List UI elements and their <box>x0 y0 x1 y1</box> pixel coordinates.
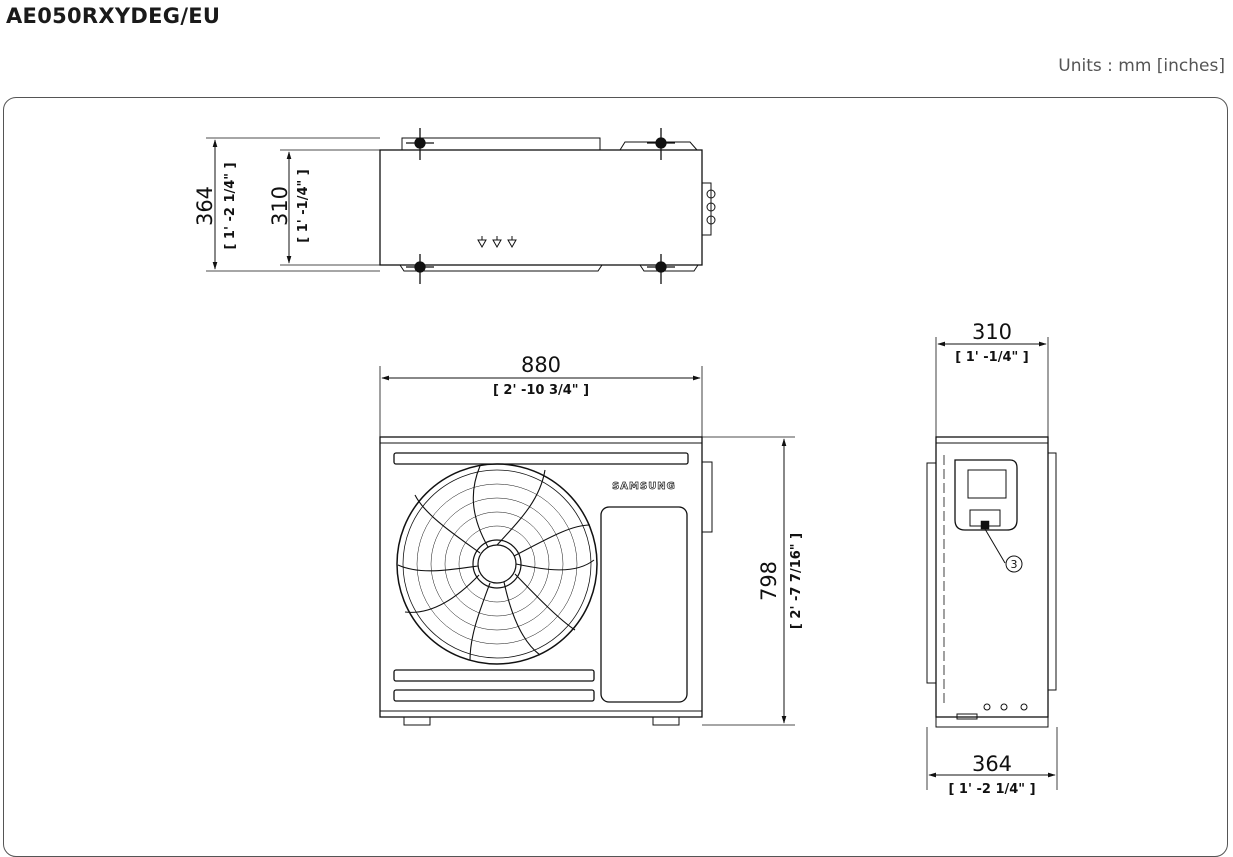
mounting-bolt <box>406 128 434 160</box>
side-depth-total-value: 364 <box>972 752 1012 776</box>
top-depth-body-value: 310 <box>268 186 292 226</box>
front-view <box>379 366 795 726</box>
side-view <box>926 337 1058 790</box>
top-view <box>206 128 716 284</box>
side-depth-body-inches: [ 1' -1/4" ] <box>955 350 1029 365</box>
side-depth-body-value: 310 <box>972 320 1012 344</box>
front-height-inches: [ 2' -7 7/16" ] <box>789 533 804 629</box>
units-note: Units : mm [inches] <box>1058 56 1225 76</box>
side-view-body <box>935 436 1049 718</box>
service-cover-panel <box>600 506 688 703</box>
callout-number: 3 <box>1011 558 1018 571</box>
mounting-bolt <box>406 254 434 284</box>
front-view-body <box>379 436 703 718</box>
front-height-value: 798 <box>757 561 781 601</box>
bottom-grille-slot <box>393 669 595 682</box>
valve-cover <box>954 459 1018 531</box>
top-depth-total-inches: [ 1' -2 1/4" ] <box>223 162 238 249</box>
top-view-body <box>379 149 703 266</box>
callout-marker <box>1005 555 1023 573</box>
mounting-bolt <box>647 254 675 284</box>
bottom-grille-slot <box>393 689 595 702</box>
airflow-arrow-icon <box>477 236 517 249</box>
fan-grille <box>396 463 598 665</box>
front-width-value: 880 <box>521 353 561 377</box>
top-depth-body-inches: [ 1' -1/4" ] <box>296 169 311 243</box>
top-depth-total-value: 364 <box>193 186 217 226</box>
mounting-bolt <box>647 128 675 160</box>
front-width-inches: [ 2' -10 3/4" ] <box>493 383 589 398</box>
model-title: AE050RXYDEG/EU <box>6 4 221 28</box>
brand-logo: SAMSUNG <box>612 481 676 492</box>
side-depth-total-inches: [ 1' -2 1/4" ] <box>948 782 1035 797</box>
top-grille-slot <box>393 452 689 465</box>
technical-drawing: 364 [ 1' -2 1/4" ] 310 [ 1' -1/4" ] <box>193 128 1058 797</box>
